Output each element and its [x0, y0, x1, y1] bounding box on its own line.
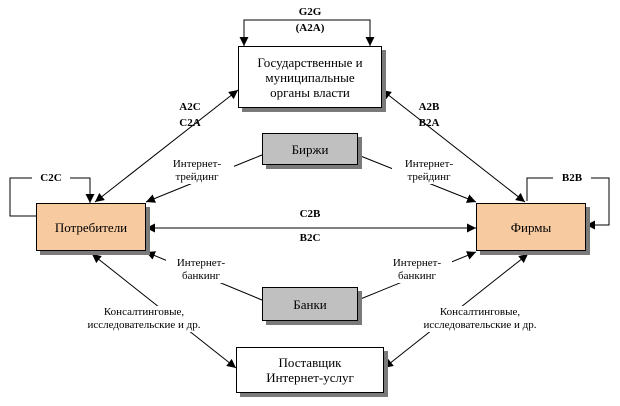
label-trading-right-1: Интернет- [404, 158, 454, 170]
label-c2c: C2C [32, 172, 70, 185]
label-c2c-text: C2C [40, 172, 62, 184]
provider-line-1: Поставщик [278, 355, 342, 370]
firms-box: Фирмы [476, 203, 586, 251]
label-a2c-text: A2C [179, 101, 201, 113]
label-c2b-text: C2B [299, 208, 321, 220]
label-a2a: (A2A) [280, 22, 340, 35]
exchanges-box: Биржи [262, 133, 358, 165]
label-a2b-text: A2B [418, 101, 440, 113]
label-trading-left-2: трейдинг [175, 171, 219, 183]
government-line-2: муниципальные [265, 69, 355, 85]
label-b2a-text: B2A [418, 117, 440, 129]
label-banking-right: Интернет- банкинг [382, 257, 452, 283]
label-b2b-text: B2B [561, 172, 583, 184]
consumers-label: Потребители [54, 219, 128, 235]
banks-box: Банки [262, 287, 358, 321]
label-c2b: C2B [290, 208, 330, 221]
label-a2c: A2C [170, 101, 210, 114]
label-g2g: G2G [280, 6, 340, 19]
label-trading-right: Интернет- трейдинг [392, 158, 466, 184]
label-c2a-text: C2A [179, 117, 201, 129]
label-consult-left: Консалтинговые, исследовательские и др. [76, 306, 212, 332]
label-b2c-text: B2C [299, 232, 321, 244]
firms-label: Фирмы [510, 219, 552, 235]
label-c2a: C2A [170, 117, 210, 130]
label-trading-left-1: Интернет- [172, 158, 222, 170]
label-a2b: A2B [409, 101, 449, 114]
label-consult-left-1: Консалтинговые, [103, 306, 185, 318]
label-trading-left: Интернет- трейдинг [160, 158, 234, 184]
label-consult-left-2: исследовательские и др. [87, 319, 201, 331]
exchanges-label: Биржи [291, 141, 329, 157]
label-consult-right-2: исследовательские и др. [423, 319, 537, 331]
label-trading-right-2: трейдинг [407, 171, 451, 183]
gov-firms-line [381, 89, 526, 203]
label-consult-right-1: Консалтинговые, [439, 306, 521, 318]
government-line-1: Государственные и [257, 54, 363, 70]
label-banking-left-2: банкинг [182, 270, 220, 282]
label-banking-left: Интернет- банкинг [166, 257, 236, 283]
label-banking-right-2: банкинг [398, 270, 436, 282]
b2b-loop [526, 177, 610, 230]
provider-line-2: Интернет-услуг [266, 370, 354, 385]
provider-box: Поставщик Интернет-услуг [236, 347, 384, 393]
g2g-loop [239, 19, 375, 46]
gov-consumers-line [94, 89, 239, 203]
label-banking-left-1: Интернет- [176, 257, 226, 269]
government-box: Государственные и муниципальные органы в… [238, 46, 382, 108]
label-b2b: B2B [553, 172, 591, 185]
consumers-box: Потребители [36, 203, 146, 251]
label-g2g-text: G2G [298, 6, 322, 18]
government-line-3: органы власти [270, 84, 350, 100]
label-b2c: B2C [290, 232, 330, 245]
banks-label: Банки [293, 296, 327, 312]
c2c-loop [9, 177, 95, 217]
label-b2a: B2A [409, 117, 449, 130]
label-consult-right: Консалтинговые, исследовательские и др. [412, 306, 548, 332]
label-a2a-text: (A2A) [295, 22, 325, 34]
label-banking-right-1: Интернет- [392, 257, 442, 269]
